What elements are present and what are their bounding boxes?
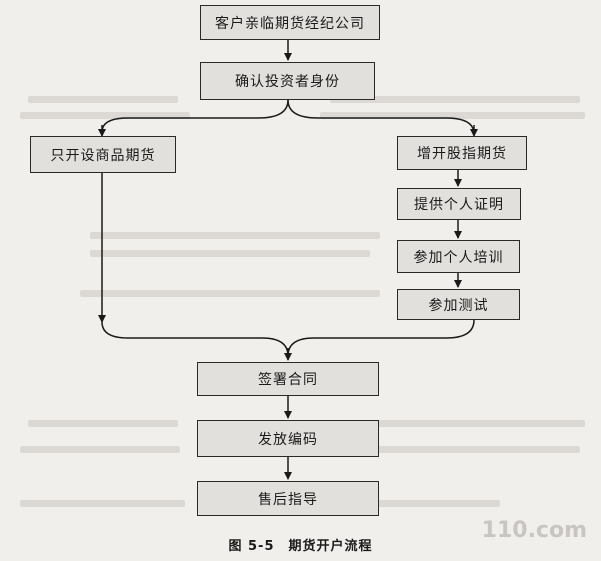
background-text — [80, 290, 380, 297]
node-issue-code: 发放编码 — [197, 420, 379, 457]
background-text — [90, 250, 370, 257]
background-text — [90, 232, 380, 239]
watermark-logo: 110.com — [482, 518, 587, 543]
background-text — [20, 500, 185, 507]
watermark-text: 110.com — [481, 518, 587, 543]
node-sign-contract: 签署合同 — [197, 362, 379, 396]
node-provide-certificate: 提供个人证明 — [397, 188, 521, 220]
brace-left-split — [101, 99, 289, 133]
background-text — [20, 112, 190, 119]
background-text — [20, 446, 180, 453]
brace-left-merge — [101, 321, 289, 357]
node-after-sales: 售后指导 — [197, 481, 379, 516]
node-client-visit: 客户亲临期货经纪公司 — [200, 5, 380, 40]
node-personal-training: 参加个人培训 — [397, 240, 520, 273]
background-text — [330, 96, 580, 103]
background-text — [28, 96, 178, 103]
brace-right-merge — [287, 319, 475, 357]
background-text — [320, 112, 585, 119]
background-text — [28, 420, 178, 427]
node-add-stock-index: 增开股指期货 — [397, 136, 527, 170]
node-commodity-only: 只开设商品期货 — [30, 136, 176, 173]
figure-caption: 图 5-5 期货开户流程 — [228, 539, 373, 554]
node-test: 参加测试 — [397, 289, 520, 320]
background-text — [340, 500, 500, 507]
brace-right-split — [287, 99, 475, 135]
background-text — [340, 420, 585, 427]
background-text — [340, 446, 580, 453]
node-confirm-identity: 确认投资者身份 — [200, 62, 375, 100]
